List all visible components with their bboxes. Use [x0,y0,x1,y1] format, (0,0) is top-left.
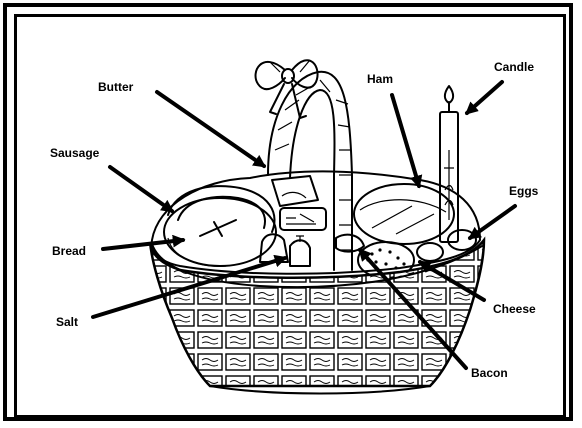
label-bacon: Bacon [471,366,508,380]
arrow-ham [392,95,419,186]
butter [272,176,318,206]
arrow-sausage [110,167,172,211]
bread [164,198,276,266]
arrow-butter [157,92,264,166]
label-ham: Ham [367,72,393,86]
label-sausage: Sausage [50,146,100,160]
label-eggs: Eggs [509,184,539,198]
label-candle: Candle [494,60,534,74]
label-cheese: Cheese [493,302,536,316]
sausage-ring [168,186,274,232]
label-salt: Salt [56,315,78,329]
basket-rim [152,171,480,273]
label-bread: Bread [52,244,86,258]
label-butter: Butter [98,80,134,94]
arrow-candle [467,82,502,113]
candle [440,86,458,242]
